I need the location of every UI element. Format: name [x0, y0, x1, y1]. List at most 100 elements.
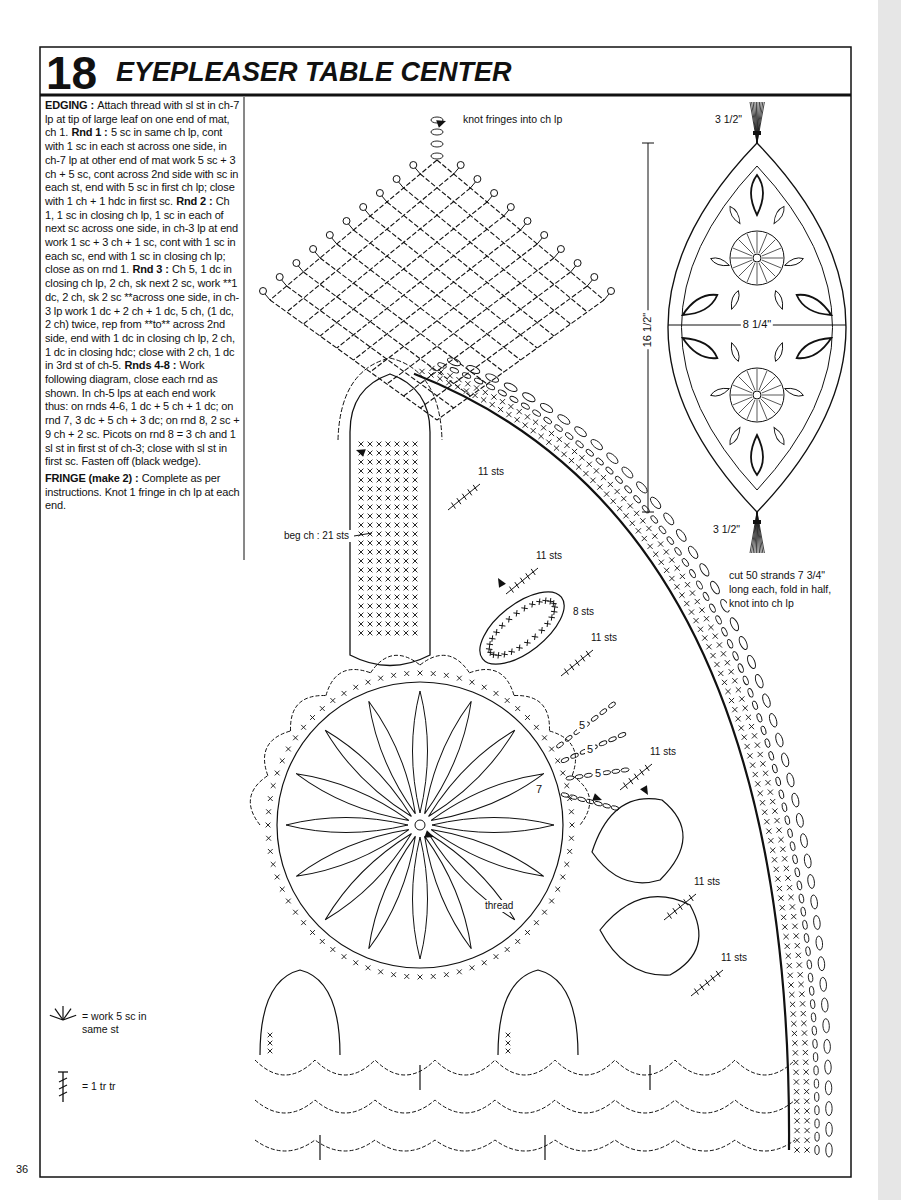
chain-stitch	[497, 389, 507, 397]
sc-mark	[793, 1060, 798, 1065]
trtr-symbol	[59, 1092, 67, 1096]
chain-stitch	[554, 424, 564, 433]
sc-mark	[457, 969, 462, 974]
chain-stitch	[784, 815, 790, 825]
count-tick	[564, 669, 568, 675]
sc-mark	[431, 671, 436, 676]
chain-stitch	[826, 1143, 832, 1157]
chain-stitch	[695, 580, 703, 590]
chain-stitch	[618, 732, 627, 739]
picot	[343, 218, 350, 225]
count-tick	[689, 895, 693, 901]
sc-mark	[386, 532, 391, 537]
sc-mark	[746, 715, 751, 720]
sc-mark	[386, 487, 391, 492]
sc-mark	[546, 440, 551, 445]
sc-mark	[395, 577, 400, 582]
sc-mark	[386, 496, 391, 501]
chain-scallop	[250, 776, 268, 825]
chain-stitch	[761, 693, 772, 708]
mini-petal	[757, 263, 758, 284]
sc-mark	[561, 452, 566, 457]
sc-mark	[404, 451, 409, 456]
chain-stitch	[674, 546, 683, 556]
sc-mark	[781, 915, 786, 920]
fasten-wedge	[436, 117, 447, 128]
mat-inner-outline	[682, 166, 833, 490]
sc-mark	[413, 496, 418, 501]
count-tick	[716, 971, 720, 977]
title-rule	[40, 94, 851, 97]
mini-petal	[762, 385, 781, 393]
chain-stitch	[807, 960, 812, 969]
picot	[276, 274, 283, 281]
tassel	[755, 102, 757, 143]
sc-mark	[782, 924, 787, 929]
sc-mark	[470, 965, 475, 970]
chain-stitch	[805, 947, 810, 956]
sc-mark	[768, 838, 773, 843]
instruction-heading: Rnd 3 :	[132, 263, 168, 275]
sc-mark	[413, 577, 418, 582]
page-frame	[40, 47, 851, 1177]
sc-mark	[505, 947, 510, 952]
sc-mark	[615, 489, 620, 494]
sc-mark	[386, 550, 391, 555]
sc-mark	[413, 622, 418, 627]
mini-petal	[759, 371, 767, 390]
sc-mark	[500, 399, 505, 404]
chain-stitch	[804, 933, 809, 942]
sc-mark	[473, 393, 478, 398]
chart-label: 5	[585, 743, 595, 756]
sc-mark	[395, 451, 400, 456]
picot-stem	[504, 210, 509, 216]
sc-mark	[377, 451, 382, 456]
sc-mark	[359, 532, 364, 537]
count-tick	[684, 899, 688, 905]
sc-mark	[377, 496, 382, 501]
sc-mark	[444, 972, 449, 977]
sc-mark	[377, 469, 382, 474]
mat-outline	[668, 143, 846, 512]
sc-mark	[794, 1089, 799, 1094]
chain-stitch	[509, 395, 519, 403]
chain-stitch	[608, 701, 617, 709]
picot	[293, 260, 300, 267]
chain-scallop	[420, 655, 469, 673]
sc-mark	[413, 460, 418, 465]
sc-mark	[268, 849, 273, 854]
sc-mark	[778, 896, 783, 901]
chain-stitch	[520, 402, 530, 410]
sc-mark	[368, 451, 373, 456]
chain-stitch	[815, 1119, 819, 1128]
chain-stitch	[569, 794, 578, 800]
mini-petal	[757, 400, 758, 421]
chain-stitch	[543, 416, 553, 425]
sc-mark	[760, 761, 765, 766]
sc-mark	[386, 469, 391, 474]
sc-mark	[611, 499, 616, 504]
chart-drawing	[50, 117, 832, 1160]
sc-mark	[569, 836, 574, 841]
sc-mark	[404, 442, 409, 447]
count-tick	[575, 660, 579, 666]
chain-arch	[338, 358, 442, 440]
chain-stitch	[564, 432, 574, 441]
sc-mark	[377, 487, 382, 492]
sc-mark	[275, 875, 280, 880]
sc-mark	[465, 381, 470, 386]
sc-mark	[404, 541, 409, 546]
sc-mark	[508, 404, 513, 409]
sc-mark	[368, 568, 373, 573]
fan-symbol	[55, 1009, 63, 1020]
instruction-paragraph: EDGING :Attach thread with sl st in ch-7…	[45, 99, 240, 469]
sc-mark	[674, 584, 679, 589]
picot-stem	[298, 266, 303, 272]
sc-mark	[794, 1079, 799, 1084]
sc-mark	[359, 487, 364, 492]
tassel	[752, 102, 757, 143]
chart-label: 11 sts	[589, 632, 619, 644]
sc-mark	[359, 523, 364, 528]
chain-stitch	[649, 495, 663, 510]
chain-scallop	[255, 1100, 795, 1113]
